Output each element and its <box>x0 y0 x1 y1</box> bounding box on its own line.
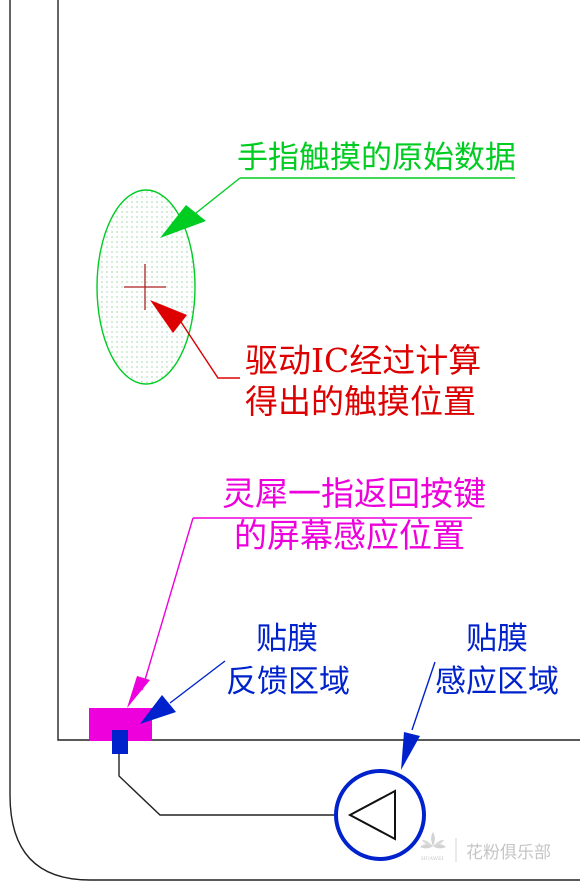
film-feedback-leader <box>169 660 226 704</box>
key-leader <box>141 517 194 691</box>
watermark-brand-small: HUAWEI <box>421 856 444 862</box>
label-film-sense-line1: 贴膜 <box>466 621 528 657</box>
label-film-feedback-line1: 贴膜 <box>256 621 318 657</box>
crosshair-icon <box>124 264 166 310</box>
connection-wire <box>118 754 337 816</box>
label-raw-data: 手指触摸的原始数据 <box>237 140 516 176</box>
ic-arrowhead <box>150 300 187 333</box>
label-key-line2: 的屏幕感应位置 <box>234 516 465 555</box>
raw-data-arrowhead <box>160 205 206 238</box>
back-button-circle <box>334 769 426 861</box>
film-feedback-arrowhead <box>140 695 176 724</box>
device-outline <box>9 0 580 881</box>
raw-data-leader <box>195 177 241 214</box>
key-arrowhead <box>127 676 150 708</box>
label-film-feedback-line2: 反馈区域 <box>226 664 350 700</box>
ic-leader <box>180 321 240 379</box>
label-ic-line2: 得出的触摸位置 <box>245 382 476 421</box>
label-film-sense-line2: 感应区域 <box>435 664 559 700</box>
film-sense-arrowhead <box>401 732 420 770</box>
watermark-text: 花粉俱乐部 <box>466 843 551 863</box>
label-key-line1: 灵犀一指返回按键 <box>222 474 486 513</box>
film-feedback-marker <box>112 730 128 754</box>
film-sense-leader <box>411 661 436 731</box>
watermark: HUAWEI 花粉俱乐部 <box>420 832 551 863</box>
huawei-flower-icon <box>420 832 446 849</box>
back-triangle-icon <box>347 789 396 841</box>
label-ic-line1: 驱动IC经过计算 <box>245 341 481 380</box>
